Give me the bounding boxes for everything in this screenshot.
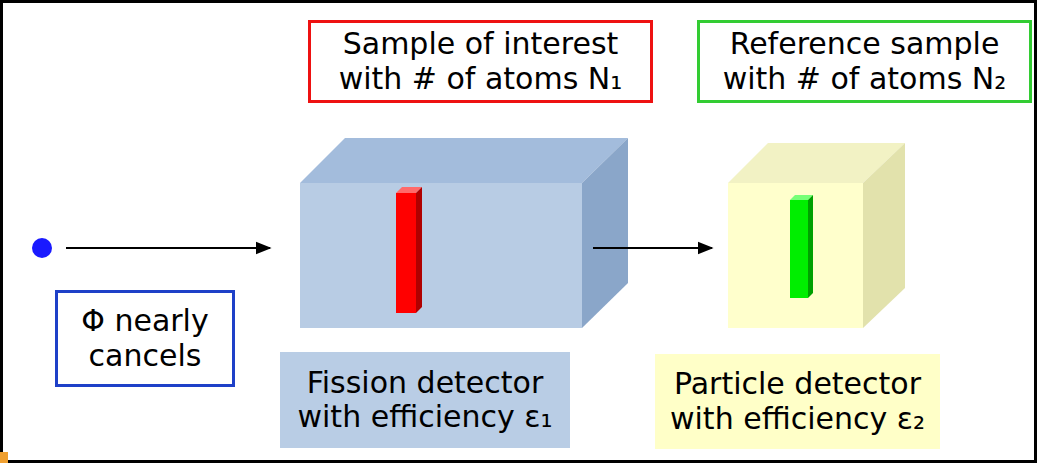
label-text: Φ nearly cancels <box>68 304 222 373</box>
particle-dot <box>32 238 52 258</box>
fission-detector-block <box>300 138 628 328</box>
reference-label: Reference sample with # of atoms N₂ <box>697 20 1032 103</box>
sample-bar <box>396 187 422 313</box>
particle-detector-block <box>728 143 905 328</box>
label-text: Reference sample with # of atoms N₂ <box>712 27 1017 96</box>
beam-arrow <box>66 247 270 249</box>
sample-label: Sample of interest with # of atoms N₁ <box>308 20 653 103</box>
detector-label: Fission detector with efficiency ε₁ <box>280 352 570 448</box>
note-box: Φ nearly cancels <box>55 290 235 387</box>
detector-label: Particle detector with efficiency ε₂ <box>655 354 940 449</box>
corner-mark <box>0 452 8 463</box>
beam-arrow <box>593 247 712 249</box>
label-text: Sample of interest with # of atoms N₁ <box>323 27 638 96</box>
label-text: Particle detector with efficiency ε₂ <box>665 367 930 436</box>
label-text: Fission detector with efficiency ε₁ <box>290 366 560 435</box>
reference-bar <box>790 195 813 298</box>
